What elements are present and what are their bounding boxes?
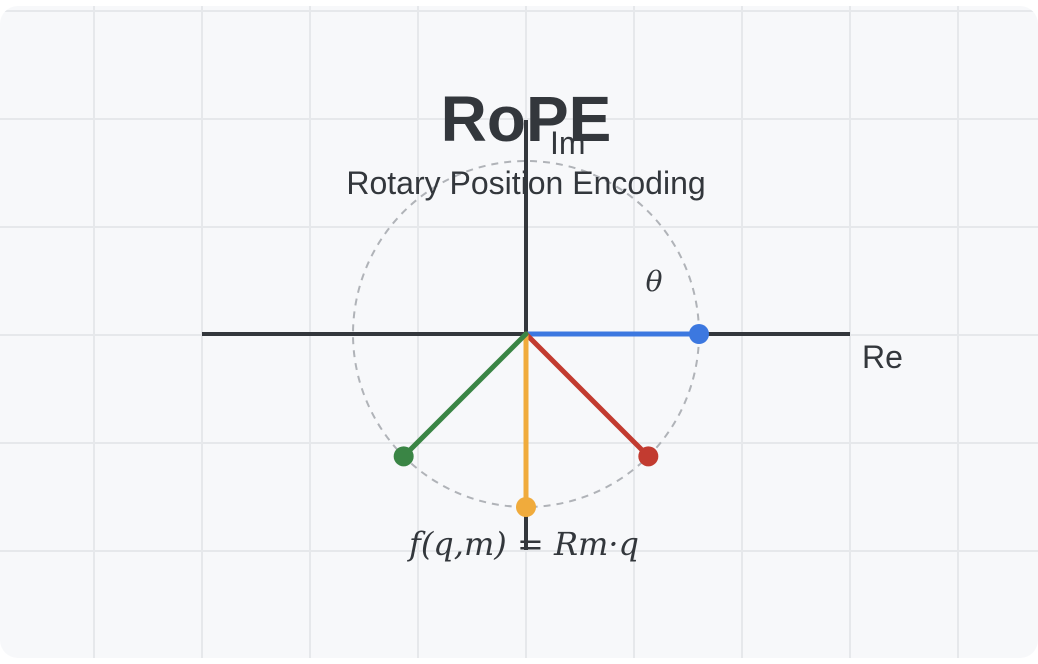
rope-diagram: Re Im RoPE Rotary Position Encoding θ f(… — [0, 6, 1038, 658]
rotated-vector-2 — [523, 331, 651, 459]
imaginary-axis-label: Im — [550, 125, 586, 161]
vector-endpoint-1 — [689, 324, 709, 344]
real-axis-label: Re — [862, 339, 903, 375]
vectors — [393, 324, 709, 517]
title: RoPE — [441, 83, 612, 155]
subtitle: Rotary Position Encoding — [346, 165, 705, 201]
rotated-vector-4 — [401, 331, 529, 459]
rope-formula: f(q,m) = Rm·q — [407, 525, 639, 563]
theta-label: θ — [646, 265, 663, 298]
diagram-card: Re Im RoPE Rotary Position Encoding θ f(… — [0, 6, 1038, 658]
vector-endpoint-4 — [393, 446, 414, 467]
vector-endpoint-3 — [516, 497, 536, 517]
vector-endpoint-2 — [638, 446, 659, 467]
